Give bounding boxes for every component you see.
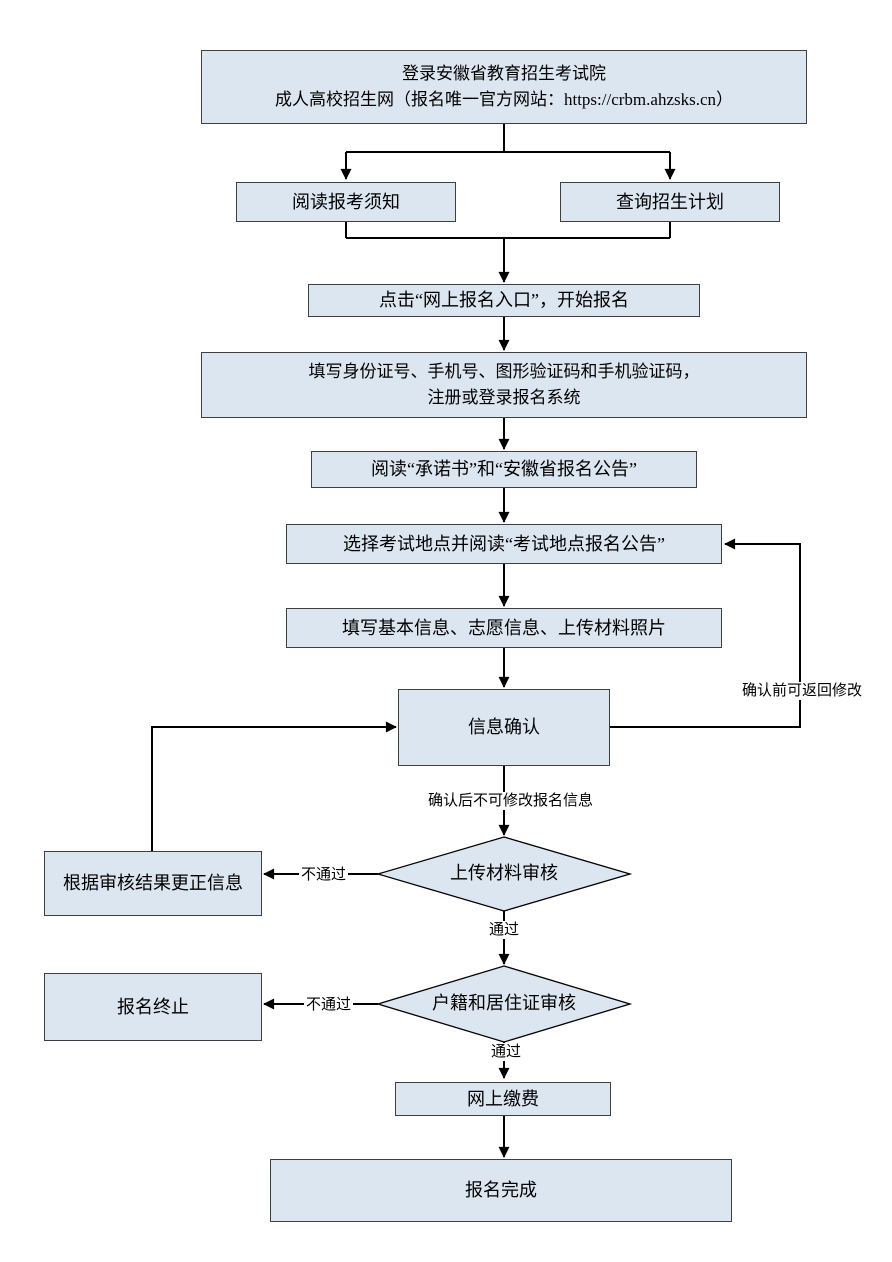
- diamond-residence-review-label: 户籍和居住证审核: [432, 993, 576, 1013]
- node-pay-online: 网上缴费: [395, 1082, 611, 1116]
- loop-return-before-confirm: [610, 538, 801, 728]
- node-fill-id-line2: 注册或登录报名系统: [427, 388, 581, 407]
- node-read-notice: 阅读报考须知: [236, 182, 456, 222]
- node-correct-info: 根据审核结果更正信息: [44, 851, 262, 916]
- node-complete-label: 报名完成: [465, 1180, 537, 1201]
- label-no-modify-after-confirm: 确认后不可修改报名信息: [426, 792, 596, 810]
- node-fill-id-line1: 填写身份证号、手机号、图形验证码和手机验证码，: [308, 361, 700, 381]
- label-pass-material: 通过: [487, 921, 522, 939]
- node-confirm-label: 信息确认: [468, 717, 540, 738]
- node-query-plan: 查询招生计划: [560, 182, 780, 222]
- node-fill-id: 填写身份证号、手机号、图形验证码和手机验证码， 注册或登录报名系统: [201, 352, 807, 418]
- loop-correct-info-to-confirm: [151, 721, 397, 851]
- node-correct-info-label: 根据审核结果更正信息: [63, 873, 243, 894]
- node-pay-online-label: 网上缴费: [467, 1088, 539, 1109]
- label-return-before-confirm: 确认前可返回修改: [740, 682, 865, 700]
- node-registration-end: 报名终止: [44, 973, 262, 1041]
- node-login: 登录安徽省教育招生考试院 成人高校招生网（报名唯一官方网站：https://cr…: [201, 50, 807, 124]
- label-pass-residence: 通过: [489, 1043, 524, 1061]
- node-fill-info-label: 填写基本信息、志愿信息、上传材料照片: [342, 617, 666, 638]
- node-click-entry-label: 点击“网上报名入口”，开始报名: [379, 290, 629, 311]
- node-complete: 报名完成: [270, 1159, 732, 1222]
- node-read-commitment-label: 阅读“承诺书”和“安徽省报名公告”: [371, 459, 637, 480]
- node-fill-info: 填写基本信息、志愿信息、上传材料照片: [286, 608, 722, 648]
- diamond-material-review-label: 上传材料审核: [450, 863, 558, 883]
- node-login-line2: 成人高校招生网（报名唯一官方网站：https://crbm.ahzsks.cn）: [274, 90, 734, 109]
- node-query-plan-label: 查询招生计划: [616, 191, 724, 212]
- node-registration-end-label: 报名终止: [117, 996, 189, 1017]
- node-login-line1: 登录安徽省教育招生考试院: [402, 63, 606, 83]
- node-read-notice-label: 阅读报考须知: [292, 191, 400, 212]
- label-fail-residence: 不通过: [304, 996, 354, 1014]
- label-fail-material: 不通过: [299, 866, 349, 884]
- node-select-location-label: 选择考试地点并阅读“考试地点报名公告”: [343, 533, 665, 554]
- node-read-commitment: 阅读“承诺书”和“安徽省报名公告”: [311, 451, 697, 488]
- node-select-location: 选择考试地点并阅读“考试地点报名公告”: [286, 524, 722, 564]
- node-click-entry: 点击“网上报名入口”，开始报名: [308, 284, 700, 317]
- node-confirm: 信息确认: [398, 689, 610, 766]
